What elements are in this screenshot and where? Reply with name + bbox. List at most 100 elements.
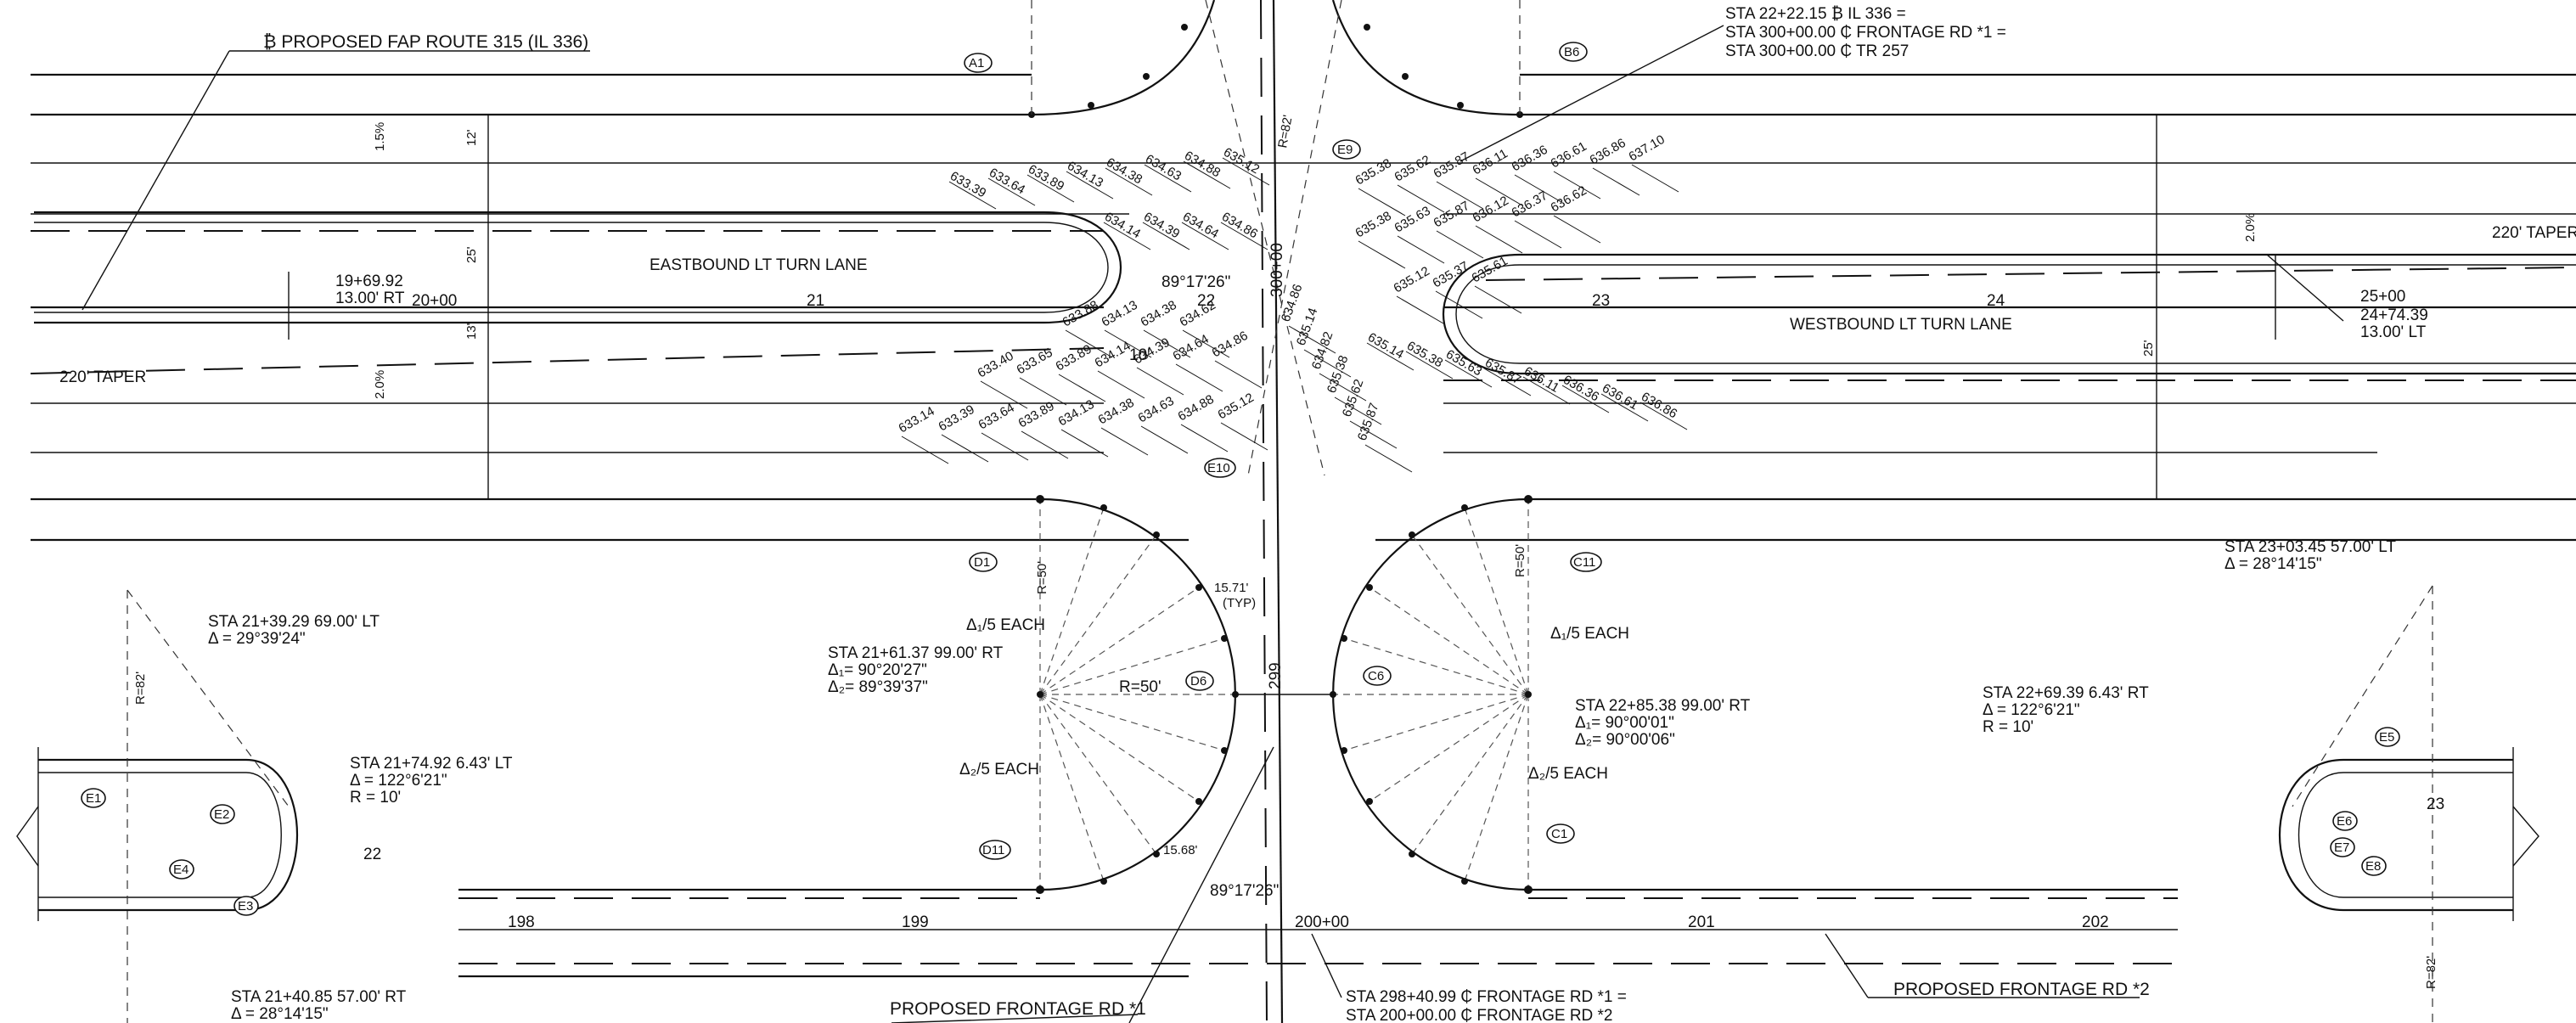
elevation-label: 636.36 bbox=[1510, 143, 1550, 175]
right-wing-station: 23 bbox=[2427, 795, 2444, 813]
svg-text:E4: E4 bbox=[173, 863, 188, 877]
elevation-leader bbox=[1143, 329, 1191, 358]
elevation-leader bbox=[1183, 160, 1231, 189]
point-bubble: C1 bbox=[1546, 823, 1575, 844]
svg-text:E5: E5 bbox=[2379, 730, 2394, 745]
leaders bbox=[82, 25, 2344, 1023]
elevation-leader bbox=[1180, 424, 1229, 452]
frontage-station: 202 bbox=[2082, 913, 2109, 931]
wb-turn-lane-label: WESTBOUND LT TURN LANE bbox=[1790, 316, 2012, 334]
elevation-leader bbox=[1144, 164, 1192, 193]
svg-text:E6: E6 bbox=[2337, 814, 2352, 829]
elevation-leader bbox=[1522, 376, 1571, 405]
skew-angle-top: 89°17'26" bbox=[1161, 273, 1230, 291]
elevation-leader bbox=[1483, 368, 1532, 396]
elevation-leader bbox=[1097, 370, 1145, 399]
radius-50-center: R=50' bbox=[1119, 678, 1161, 696]
eb-turn-lane-label: EASTBOUND LT TURN LANE bbox=[650, 256, 868, 274]
elevation-label: 633.40 bbox=[976, 349, 1016, 381]
radius-82-right: R=82' bbox=[2424, 956, 2438, 989]
svg-text:D6: D6 bbox=[1190, 674, 1206, 689]
elevation-leader bbox=[1021, 430, 1069, 459]
elevation-label: 634.39 bbox=[1132, 335, 1173, 368]
taper-left-label: 220' TAPER bbox=[59, 368, 146, 386]
elevation-label: 635.12 bbox=[1392, 264, 1432, 296]
point-bubble: C11 bbox=[1570, 552, 1602, 572]
elevation-leader bbox=[1396, 295, 1444, 324]
se-curve-delta2: Δ₂= 90°00'06" bbox=[1575, 731, 1675, 749]
point-bubble: A1 bbox=[964, 53, 993, 73]
elevation-label: 634.38 bbox=[1139, 298, 1179, 330]
frontage-rd2-label: PROPOSED FRONTAGE RD *2 bbox=[1893, 980, 2150, 999]
svg-text:E9: E9 bbox=[1337, 143, 1353, 157]
wing-noses bbox=[16, 585, 2539, 1023]
elevation-label: 634.86 bbox=[1210, 329, 1251, 361]
elevation-label: 635.63 bbox=[1392, 204, 1433, 236]
right-wing-note-3: STA 22+69.39 6.43' RT bbox=[1983, 684, 2149, 702]
svg-text:D11: D11 bbox=[982, 843, 1004, 857]
elevation-label: 634.64 bbox=[1171, 332, 1212, 364]
elevation-leader bbox=[980, 380, 1028, 409]
top-curb-returns bbox=[1028, 0, 1523, 118]
il336-route-label: ₿ PROPOSED FAP ROUTE 315 (IL 336) bbox=[263, 32, 588, 52]
mainline-station: 23 bbox=[1592, 292, 1610, 310]
sw-curve-station: STA 21+61.37 99.00' RT bbox=[828, 644, 1004, 662]
elevation-leader bbox=[1358, 240, 1406, 269]
elevation-leader bbox=[948, 181, 997, 210]
point-bubble: E9 bbox=[1332, 139, 1361, 160]
dim-13-left: 13' bbox=[464, 323, 479, 340]
elevation-leader bbox=[1514, 220, 1562, 249]
point-bubble: E6 bbox=[2332, 811, 2358, 831]
elevation-leader bbox=[1060, 429, 1109, 458]
radius-50-sw: R=50' bbox=[1035, 561, 1049, 594]
elevation-label: 634.38 bbox=[1096, 396, 1137, 428]
left-wing-note-1: STA 21+39.29 69.00' LT bbox=[208, 613, 380, 631]
svg-text:D1: D1 bbox=[974, 555, 990, 570]
elevation-label: 635.87 bbox=[1355, 401, 1382, 442]
svg-text:C6: C6 bbox=[1368, 669, 1384, 683]
right-wing-note-1: STA 23+03.45 57.00' LT bbox=[2224, 538, 2396, 556]
elevation-leader bbox=[1288, 325, 1336, 354]
radius-82-left: R=82' bbox=[133, 672, 148, 705]
left-wing-note-2: Δ = 29°39'24" bbox=[208, 630, 306, 648]
left-wing-note-5: R = 10' bbox=[350, 789, 401, 807]
elevation-label: 634.82 bbox=[1309, 329, 1336, 371]
elevation-label: 636.62 bbox=[1549, 183, 1589, 216]
frontage-station: 198 bbox=[508, 913, 535, 931]
point-bubble: E3 bbox=[233, 896, 259, 916]
elevation-leader bbox=[1019, 377, 1067, 406]
elevation-leader bbox=[1366, 342, 1415, 371]
elevation-leader bbox=[1222, 157, 1270, 186]
elevation-leader bbox=[1474, 285, 1522, 314]
slope-2-0-right: 2.0% bbox=[2243, 213, 2258, 242]
point-bubble: E2 bbox=[210, 804, 235, 824]
turn-lane-islands bbox=[34, 211, 2576, 375]
point-bubble: D6 bbox=[1185, 671, 1214, 691]
frontage-station: 201 bbox=[1688, 913, 1715, 931]
point-bubble: C6 bbox=[1363, 666, 1392, 686]
elevation-labels: 633.39633.64633.89634.13634.38634.63634.… bbox=[897, 132, 1688, 473]
elevation-leader bbox=[1136, 367, 1184, 396]
left-station-1: 19+69.92 bbox=[335, 273, 403, 290]
svg-text:E1: E1 bbox=[86, 791, 101, 806]
se-delta1-each: Δ₁/5 EACH bbox=[1550, 625, 1629, 643]
elevation-leader bbox=[1103, 222, 1151, 250]
top-equation-3: STA 300+00.00 ₵ TR 257 bbox=[1725, 42, 1909, 60]
point-bubble: D1 bbox=[969, 552, 998, 572]
mainline-station: 22 bbox=[1197, 292, 1215, 310]
left-wing-station: 22 bbox=[363, 846, 381, 863]
elevation-label: 635.62 bbox=[1392, 153, 1433, 185]
svg-text:B6: B6 bbox=[1564, 45, 1579, 59]
point-bubble: E1 bbox=[81, 788, 106, 808]
elevation-label: 633.89 bbox=[1054, 342, 1094, 374]
frontage-station-labels: 198 199 200+00 201 202 bbox=[508, 913, 2109, 931]
elevation-leader bbox=[1600, 393, 1649, 422]
bottom-curb-returns bbox=[1036, 495, 1533, 894]
crossroad-lines bbox=[1205, 0, 1342, 1023]
frontage-lines bbox=[458, 888, 2178, 978]
frontage-rd1-label: PROPOSED FRONTAGE RD *1 bbox=[890, 999, 1146, 1019]
elevation-leader bbox=[1397, 235, 1445, 264]
mainline-station-labels: 20+00 21 22 23 24 22 23 bbox=[363, 292, 2444, 863]
elevation-leader bbox=[1553, 215, 1601, 244]
elevation-leader bbox=[1475, 225, 1523, 254]
